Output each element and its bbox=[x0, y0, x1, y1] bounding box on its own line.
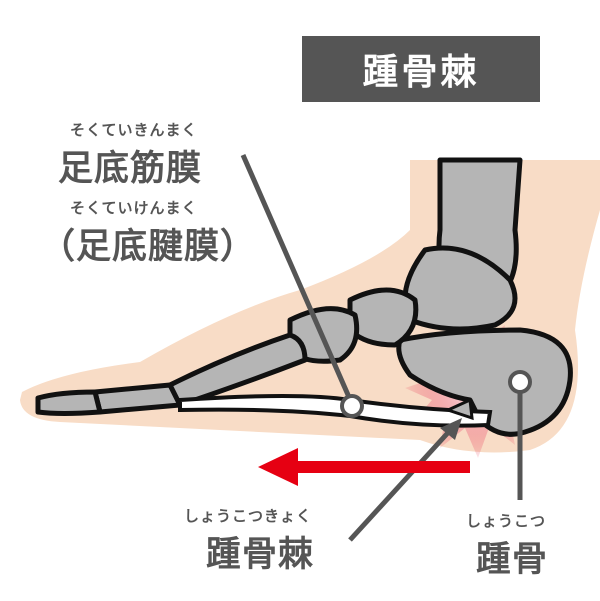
title-box: 踵骨棘 bbox=[302, 36, 540, 102]
fascia-leader-line bbox=[240, 153, 355, 406]
foot-skeleton bbox=[35, 157, 573, 437]
fascia-ruby: そくていきんまく bbox=[70, 121, 198, 139]
navicular-bone bbox=[347, 287, 419, 348]
toe-tip-bone bbox=[35, 389, 103, 416]
pull-direction-arrow bbox=[258, 448, 470, 486]
calcaneus-marker bbox=[508, 370, 532, 394]
plantar-fascia bbox=[178, 394, 493, 428]
calcaneus-bone bbox=[396, 327, 573, 437]
spur-label: 踵骨棘 bbox=[206, 535, 315, 575]
page-title: 踵骨棘 bbox=[362, 52, 480, 93]
spur-leader-line bbox=[348, 423, 457, 542]
heel-spur bbox=[443, 397, 474, 421]
aponeurosis-ruby: そくていけんまく bbox=[70, 199, 198, 217]
calcaneus-label: 踵骨 bbox=[476, 540, 549, 580]
fascia-label: 足底筋膜 bbox=[58, 149, 203, 189]
calcaneus-ruby: しょうこつ bbox=[466, 512, 547, 530]
aponeurosis-label: （足底腱膜） bbox=[40, 227, 257, 267]
fascia-marker bbox=[340, 394, 364, 418]
spur-arrowhead bbox=[440, 418, 462, 440]
phalanx-bone bbox=[92, 382, 183, 415]
spur-ruby: しょうこつきょく bbox=[184, 507, 313, 525]
